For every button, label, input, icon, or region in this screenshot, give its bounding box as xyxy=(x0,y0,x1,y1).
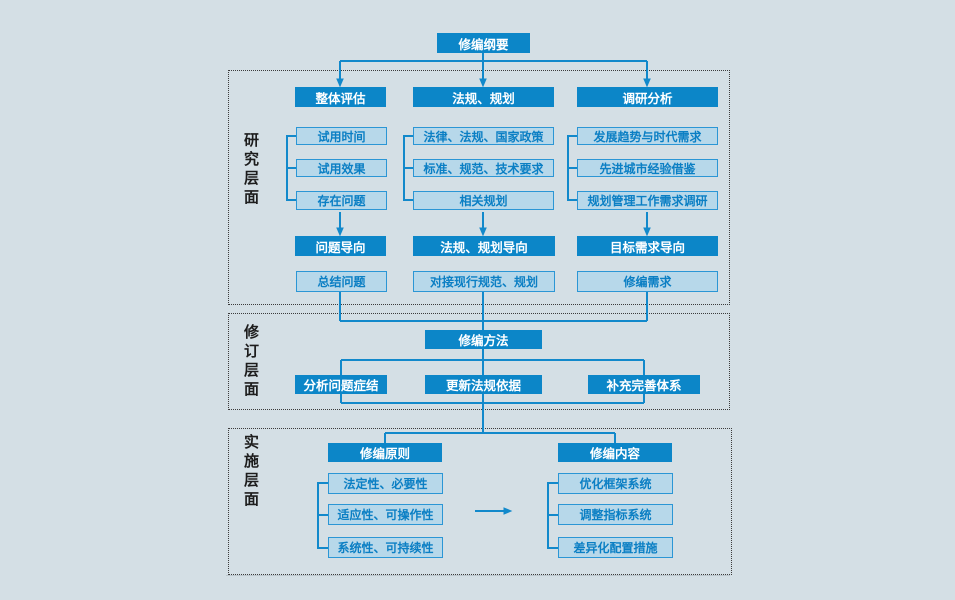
join-section1-to-method xyxy=(339,292,648,330)
node-goal-demand-oriented: 目标需求导向 xyxy=(577,236,718,256)
node-management-demand-research: 规划管理工作需求调研 xyxy=(577,191,718,210)
node-related-planning: 相关规划 xyxy=(413,191,554,210)
node-standards-requirements: 标准、规范、技术要求 xyxy=(413,159,554,177)
node-summarize-problems: 总结问题 xyxy=(296,271,387,292)
node-adjust-indicators: 调整指标系统 xyxy=(558,504,673,525)
section-frame-research xyxy=(228,70,730,305)
node-adaptability-operability: 适应性、可操作性 xyxy=(328,504,443,525)
node-overall-assessment: 整体评估 xyxy=(295,87,386,107)
node-revision-principles: 修编原则 xyxy=(328,443,442,462)
join-section2-to-section3 xyxy=(340,394,645,433)
method-fanout xyxy=(340,348,645,375)
node-revision-needs: 修编需求 xyxy=(577,271,718,292)
section3-split xyxy=(384,432,616,443)
node-regulation-oriented: 法规、规划导向 xyxy=(413,236,555,256)
bracket-contents xyxy=(547,482,558,549)
node-differentiated-measures: 差异化配置措施 xyxy=(558,537,673,558)
section-label-revision: 修订层面 xyxy=(242,324,259,400)
node-problem-oriented: 问题导向 xyxy=(295,236,386,256)
connector-group xyxy=(286,53,651,549)
bracket-col-3 xyxy=(567,135,577,201)
node-align-current-norms: 对接现行规范、规划 xyxy=(413,271,555,292)
node-research-analysis: 调研分析 xyxy=(577,87,718,107)
node-optimize-framework: 优化框架系统 xyxy=(558,473,673,494)
node-update-regulation-basis: 更新法规依据 xyxy=(425,375,542,394)
node-supplement-system: 补充完善体系 xyxy=(588,375,700,394)
section-label-research: 研究层面 xyxy=(242,132,259,208)
node-existing-problems: 存在问题 xyxy=(296,191,387,210)
node-laws-policies: 法律、法规、国家政策 xyxy=(413,127,554,145)
node-revision-outline: 修编纲要 xyxy=(437,33,530,53)
bracket-col-1 xyxy=(286,135,296,201)
node-analyze-problem-crux: 分析问题症结 xyxy=(295,375,387,394)
bracket-col-2 xyxy=(403,135,413,201)
section-frame-revision xyxy=(228,313,730,410)
section-label-implementation: 实施层面 xyxy=(242,434,259,510)
node-systematic-sustainable: 系统性、可持续性 xyxy=(328,537,443,558)
frame-shadow-line xyxy=(226,575,730,576)
node-revision-contents: 修编内容 xyxy=(558,443,672,462)
node-revision-method: 修编方法 xyxy=(425,330,542,349)
bracket-principles xyxy=(317,482,328,549)
root-distribution-line xyxy=(340,53,647,62)
node-trial-time: 试用时间 xyxy=(296,127,387,145)
node-development-trends: 发展趋势与时代需求 xyxy=(577,127,718,145)
section-frame-implementation xyxy=(228,428,732,575)
node-trial-effect: 试用效果 xyxy=(296,159,387,177)
node-regulations-planning: 法规、规划 xyxy=(413,87,554,107)
node-legality-necessity: 法定性、必要性 xyxy=(328,473,443,494)
node-city-experience: 先进城市经验借鉴 xyxy=(577,159,718,177)
